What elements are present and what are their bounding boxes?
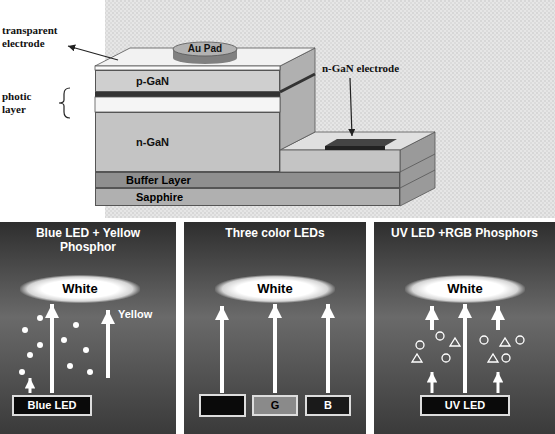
n-electrode-top	[325, 139, 397, 146]
blue-light-arrow	[29, 378, 32, 393]
white-glow: White	[215, 275, 335, 303]
n-electrode-front	[325, 146, 385, 150]
pad-label: Au Pad	[178, 42, 232, 56]
method-panel: White UV LED UV LED +RGB Phosphors	[374, 222, 555, 434]
light-arrow	[50, 304, 54, 393]
panel-heading: Three color LEDs	[190, 227, 360, 241]
phosphor-dots	[19, 315, 93, 375]
node-text: Sapphire	[136, 191, 183, 204]
led-box: Blue LED	[12, 395, 92, 416]
panel-ground	[374, 222, 555, 434]
leader-line	[68, 46, 118, 60]
light-arrow	[463, 304, 467, 393]
light-label: Yellow	[118, 308, 170, 321]
node-text: G	[271, 399, 280, 412]
light-arrow	[326, 304, 330, 393]
part-label: transparent electrode	[2, 24, 74, 49]
node-text: B	[324, 399, 332, 412]
red-light-arrow	[220, 306, 224, 393]
panel-ground	[0, 222, 176, 434]
node-text: White	[257, 282, 292, 297]
n-gan-step-front	[280, 150, 400, 172]
white-glow: White	[20, 275, 140, 303]
layer-face: Buffer Layer	[95, 172, 400, 188]
layer-face: Sapphire	[95, 188, 400, 206]
white-light-arrow	[430, 306, 434, 330]
leader-line	[350, 78, 352, 136]
node-text: White	[62, 282, 97, 297]
node-text: p-GaN	[136, 75, 169, 88]
yellow-light-arrow	[106, 310, 110, 378]
panel-ground	[184, 222, 366, 434]
uv-light-arrow	[431, 372, 434, 393]
layer-edge	[400, 170, 435, 188]
node-text: Blue LED	[28, 399, 77, 412]
rgb-phosphors	[412, 332, 524, 362]
white-light-arrow	[496, 306, 500, 330]
white-glow: White	[405, 275, 525, 303]
layer-face: n-GaN	[95, 112, 280, 172]
layer-face: p-GaN	[95, 70, 280, 92]
layer-edge	[400, 154, 435, 172]
node-text: n-GaN	[136, 136, 169, 149]
method-panel: WhiteG B Three color LEDs	[184, 222, 366, 434]
led-box: UV LED	[420, 395, 510, 416]
photic-layer	[95, 97, 280, 112]
node-text: Buffer Layer	[126, 174, 191, 187]
photic-layer-band	[95, 92, 280, 97]
led-box: G	[252, 395, 298, 416]
node-text: White	[447, 282, 482, 297]
red-led	[200, 395, 245, 416]
node-text: Au Pad	[188, 43, 222, 55]
uv-light-arrow	[497, 372, 500, 393]
part-label: n-GaN electrode	[322, 62, 432, 75]
au-pad-top	[173, 42, 237, 56]
part-label: photic layer	[2, 90, 57, 115]
method-panel: WhiteBlue LED Blue LED + Yellow Phosphor	[0, 222, 176, 434]
light-arrow	[273, 304, 277, 393]
led-box: B	[305, 395, 351, 416]
panel-heading: Blue LED + Yellow Phosphor	[28, 227, 148, 255]
photic-edge	[280, 74, 315, 92]
node-text: UV LED	[445, 399, 485, 412]
panel-heading: UV LED +RGB Phosphors	[380, 227, 550, 241]
brace	[59, 88, 70, 118]
